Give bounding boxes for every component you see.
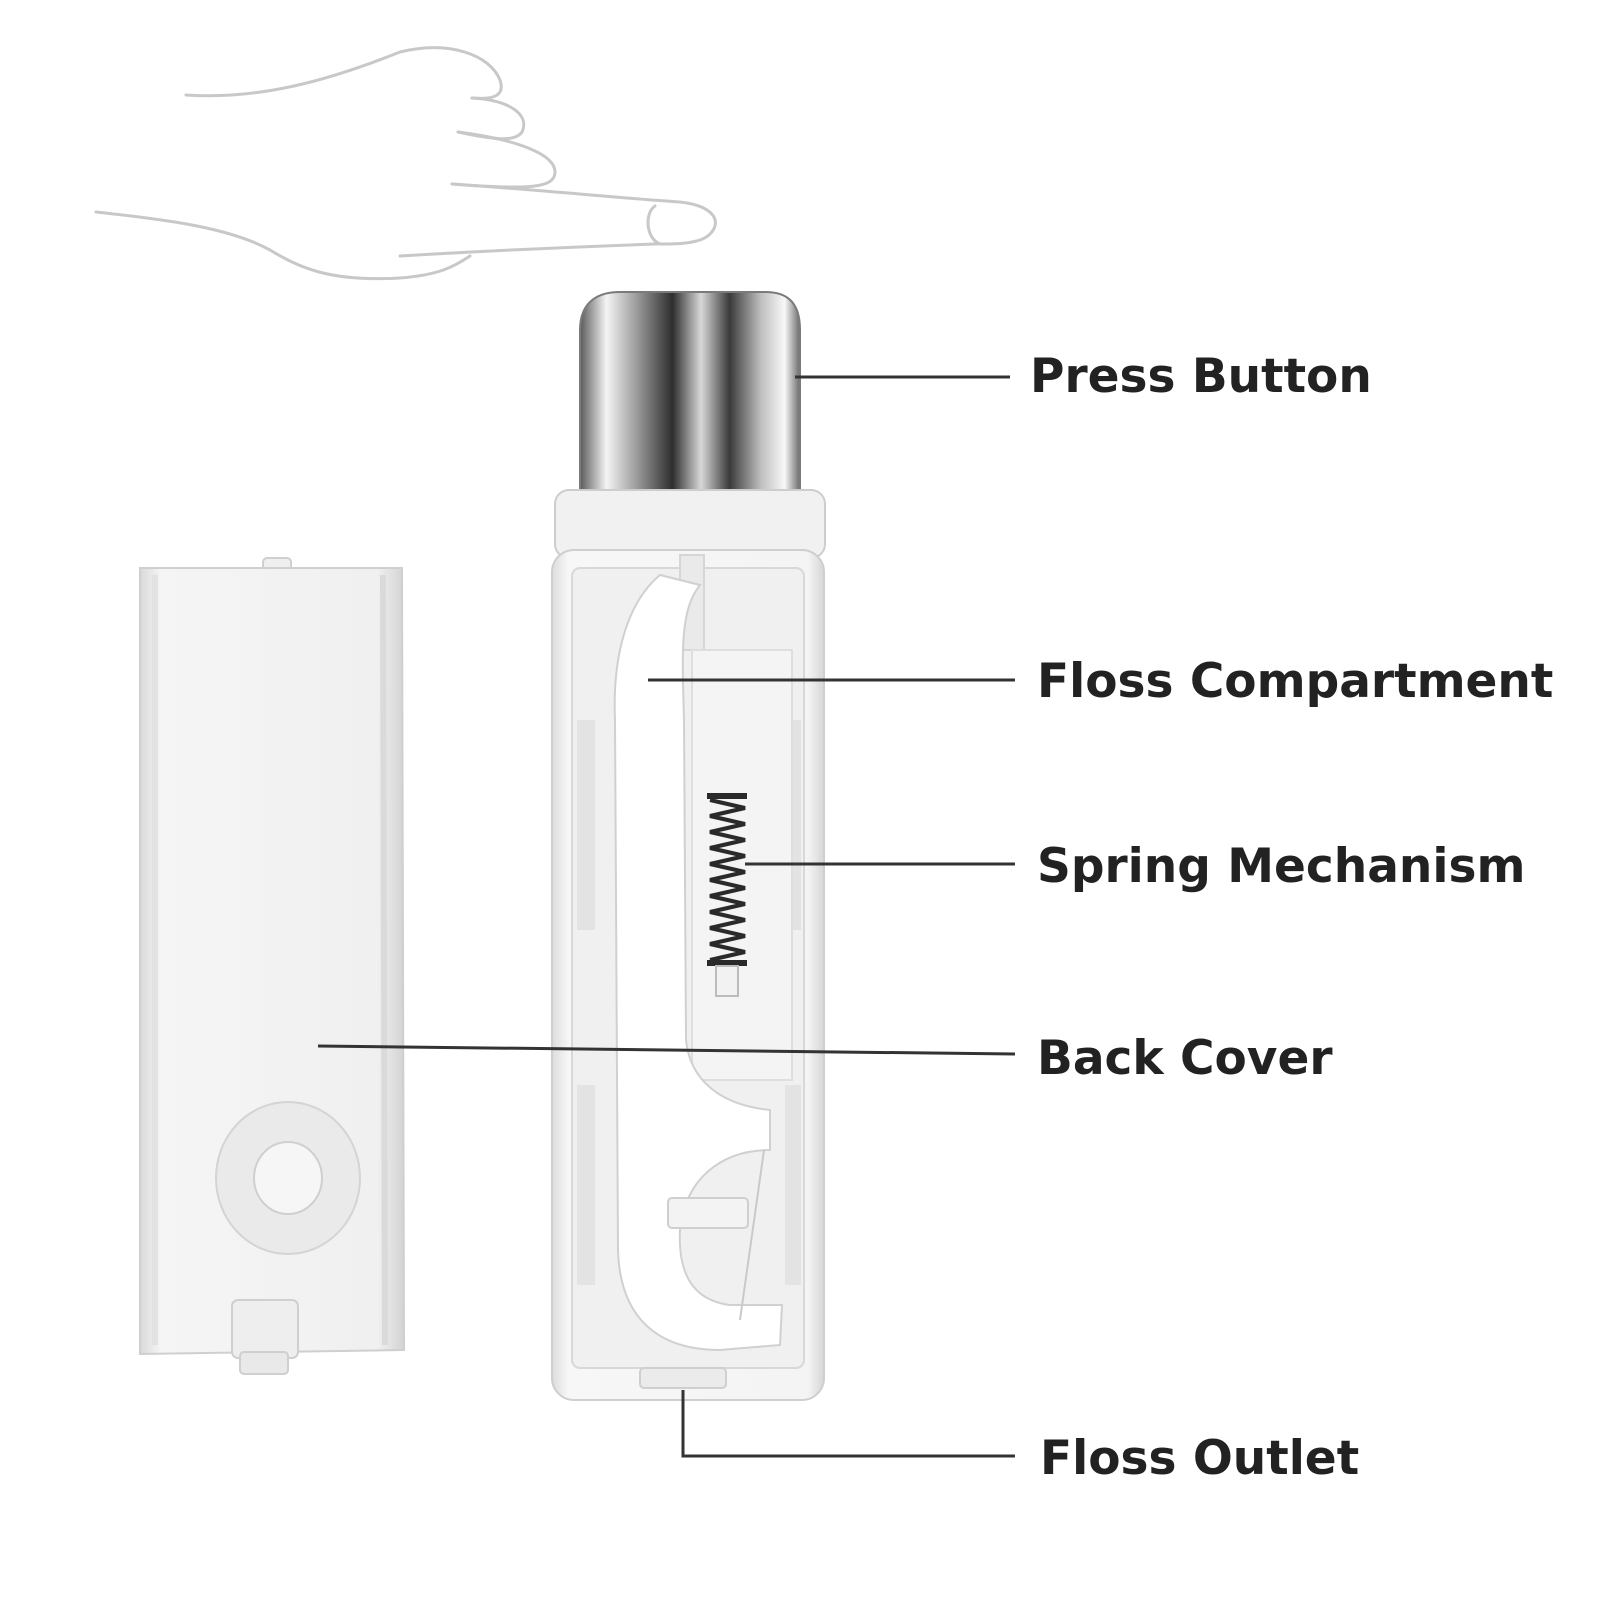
- label-spring-mechanism: Spring Mechanism: [1037, 839, 1526, 894]
- back-cover-part: [139, 557, 406, 1375]
- floss-pick-part: [613, 573, 784, 1352]
- press-button-part: [579, 291, 801, 501]
- hand-pressing-icon: [94, 46, 717, 281]
- leader-line-floss-outlet: [681, 1390, 1015, 1458]
- label-floss-outlet: Floss Outlet: [1040, 1431, 1360, 1486]
- floss-outlet-part: [639, 1367, 727, 1389]
- dispenser-body: [551, 291, 826, 1401]
- label-floss-compartment: Floss Compartment: [1037, 654, 1554, 709]
- label-press-button: Press Button: [1030, 349, 1372, 404]
- leader-line-back-cover: [317, 1044, 1016, 1056]
- leader-lines: [317, 375, 1016, 1458]
- spring-part: [707, 793, 747, 997]
- label-back-cover: Back Cover: [1037, 1031, 1333, 1086]
